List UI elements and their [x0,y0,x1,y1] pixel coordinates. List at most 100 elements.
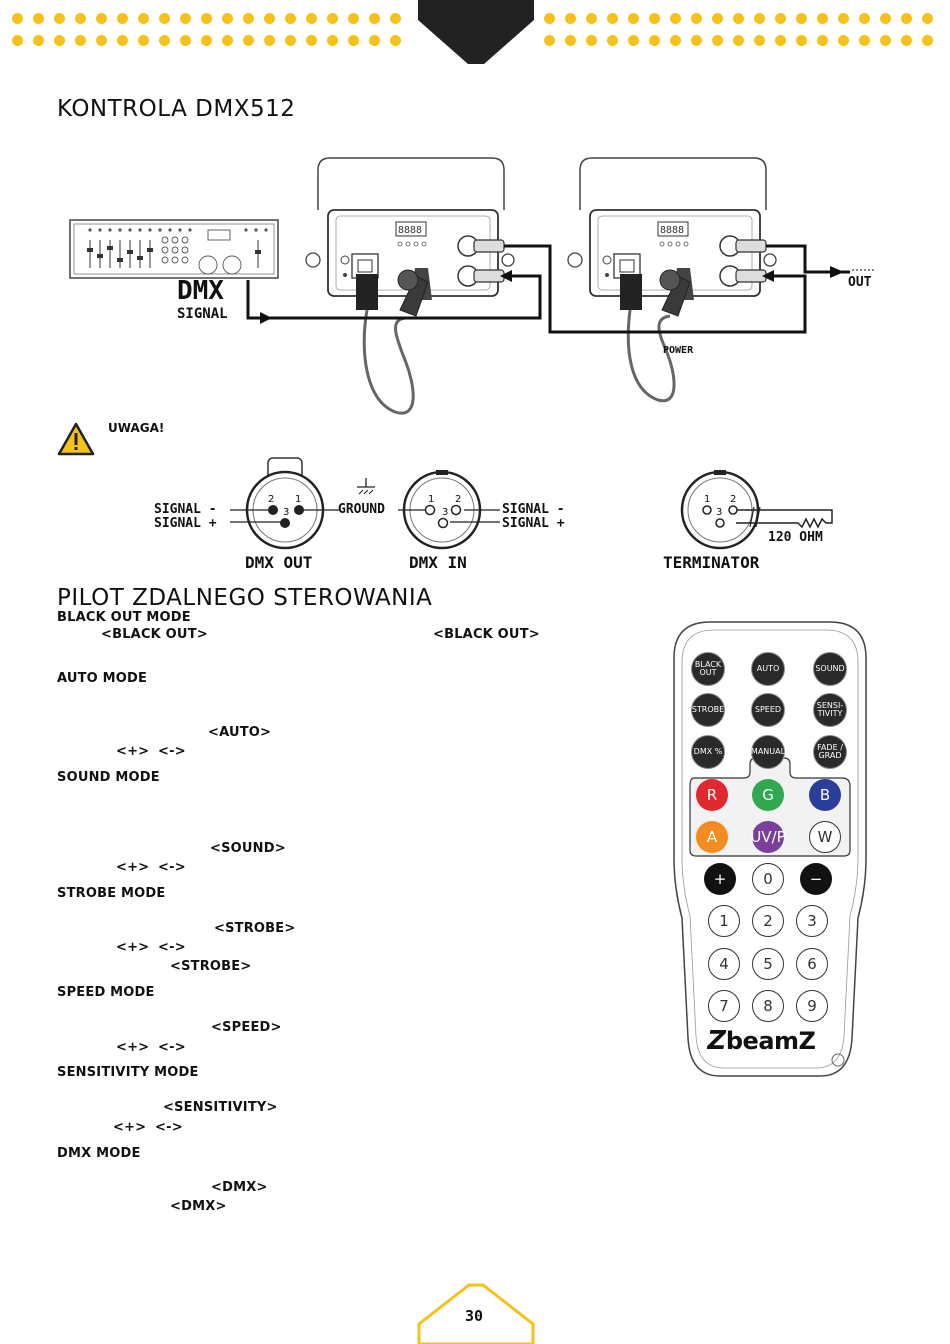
decor-dot [817,35,828,46]
footer-tab-shape [417,1283,535,1344]
out-label: OUT [848,275,872,290]
decor-dot [817,13,828,24]
decor-dot [96,13,107,24]
strobe-plus: <+> [116,940,150,955]
decor-dot [264,35,275,46]
decor-dot [33,35,44,46]
remote-plus-button[interactable]: + [704,863,736,895]
decor-dot [796,13,807,24]
remote-color-w-button[interactable]: W [809,821,841,853]
sensitivity-tag: <SENSITIVITY> [163,1100,278,1115]
remote-color-a-button[interactable]: A [696,821,728,853]
dmx-out-signal-minus: SIGNAL - [154,502,217,517]
decor-dot [922,35,933,46]
decor-dot [285,13,296,24]
remote-strobe-button[interactable]: STROBE [692,694,724,726]
decor-dot [565,35,576,46]
remote-digit-1-button[interactable]: 1 [708,905,740,937]
decor-dot [544,13,555,24]
decor-dot [54,35,65,46]
strobe-tag-2: <STROBE> [170,959,252,974]
decor-dot [838,35,849,46]
section-title-dmx512: KONTROLA DMX512 [57,96,296,122]
speed-plus: <+> [116,1040,150,1055]
remote-digit-8-button[interactable]: 8 [752,990,784,1022]
terminator-pin3: 3 [716,507,723,518]
remote-dmx-button[interactable]: DMX % [692,736,724,768]
remote-color-uv-p-button[interactable]: UV/P [750,821,786,853]
dmx-tag-2: <DMX> [170,1199,227,1214]
decor-dot [733,35,744,46]
remote-manual-button[interactable]: MANUAL [751,736,785,768]
remote-digit-3-button[interactable]: 3 [796,905,828,937]
decor-dot [628,35,639,46]
decor-dot [390,35,401,46]
decor-dot [306,13,317,24]
remote-black-out-button[interactable]: BLACK OUT [692,653,724,685]
remote-sound-button[interactable]: SOUND [814,653,846,685]
remote-digit-5-button[interactable]: 5 [752,948,784,980]
dmx-signal-label: SIGNAL [177,306,228,322]
decor-dot [159,13,170,24]
remote-color-g-button[interactable]: G [752,779,784,811]
remote-color-r-button[interactable]: R [696,779,728,811]
decor-dot [33,13,44,24]
decor-dot [544,35,555,46]
decor-dot [117,13,128,24]
strobe-tag: <STROBE> [214,921,296,936]
remote-color-b-button[interactable]: B [809,779,841,811]
remote-sensi-tivity-button[interactable]: SENSI- TIVITY [814,694,846,726]
auto-mode-title: AUTO MODE [57,671,148,686]
sound-minus: <-> [158,860,186,875]
decor-dot [901,13,912,24]
decor-dot [880,35,891,46]
decor-dot [12,35,23,46]
remote-fade-grad-button[interactable]: FADE / GRAD [814,736,846,768]
sound-tag: <SOUND> [210,841,286,856]
dmx-in-label: DMX IN [409,553,467,572]
decor-dot [607,35,618,46]
decor-dot [733,13,744,24]
decor-dot [880,13,891,24]
decor-dot [180,35,191,46]
decor-dot [691,35,702,46]
remote-minus-button[interactable]: − [800,863,832,895]
decor-dot [775,35,786,46]
dmx-out-wires [230,509,340,523]
dmx-in-signal-minus: SIGNAL - [502,502,565,517]
decor-dot [138,35,149,46]
decor-dot [348,13,359,24]
remote-digit-9-button[interactable]: 9 [796,990,828,1022]
decor-dot [712,13,723,24]
decor-dot [117,35,128,46]
strobe-minus: <-> [158,940,186,955]
decor-dot [922,13,933,24]
decor-dot [775,13,786,24]
decor-dot [138,13,149,24]
remote-digit-4-button[interactable]: 4 [708,948,740,980]
sensitivity-mode-title: SENSITIVITY MODE [57,1065,199,1080]
auto-plus: <+> [116,744,150,759]
terminator-label: TERMINATOR [663,553,760,572]
black-out-tag-1: <BLACK OUT> [101,627,208,642]
remote-auto-button[interactable]: AUTO [752,653,784,685]
remote-digit-7-button[interactable]: 7 [708,990,740,1022]
decor-dot [75,35,86,46]
remote-digit-6-button[interactable]: 6 [796,948,828,980]
decor-dot [691,13,702,24]
fixture-1-illustration: 8888 [305,157,515,317]
decor-dot [670,35,681,46]
brand-name: beamZ [725,1027,816,1055]
terminator-connector [680,470,833,550]
sensitivity-plus: <+> [113,1120,147,1135]
remote-digit-0-button[interactable]: 0 [752,863,784,895]
decor-dot [607,13,618,24]
dmx-wiring-diagram: 8888 8888 [69,157,875,415]
remote-speed-button[interactable]: SPEED [752,694,784,726]
decor-dot [201,35,212,46]
decor-dot [348,35,359,46]
decor-dot [12,13,23,24]
remote-digit-2-button[interactable]: 2 [752,905,784,937]
speed-tag: <SPEED> [211,1020,282,1035]
decor-dot [54,13,65,24]
